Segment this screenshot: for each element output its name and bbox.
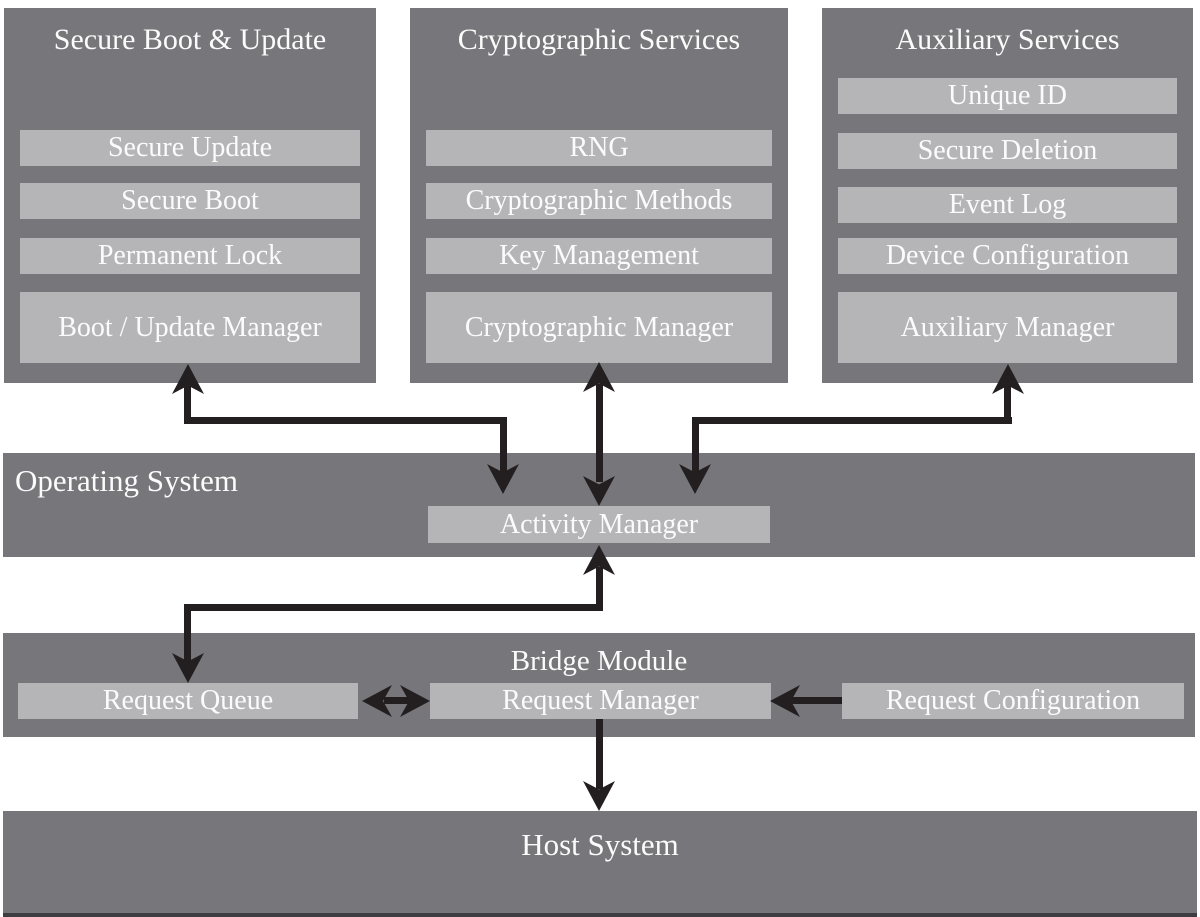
arrow-shaft [791,697,842,704]
component-unique-id: Unique ID [838,78,1177,114]
arrow-shaft [596,384,603,482]
layer-label: Bridge Module [510,645,688,677]
component-activity-manager: Activity Manager [428,506,770,543]
arrow-shaft [384,697,410,704]
arrow-shaft [184,417,507,424]
layer-label: Operating System [15,463,238,498]
component-request-manager: Request Manager [430,683,771,719]
arrow-shaft [596,719,603,789]
component-secure-deletion: Secure Deletion [838,133,1177,169]
arrow-shaft [692,417,1012,424]
component-secure-boot: Secure Boot [20,183,360,219]
arrow-shaft [500,417,507,478]
component-request-configuration: Request Configuration [842,683,1184,719]
arrow-shaft [692,417,699,478]
arrow-shaft [184,604,603,611]
component-cryptographic-methods: Cryptographic Methods [426,183,772,219]
arrow-shaft [184,384,191,424]
arrow-shaft [596,567,603,611]
component-permanent-lock: Permanent Lock [20,238,360,274]
component-auxiliary-manager: Auxiliary Manager [838,292,1177,363]
component-event-log: Event Log [838,187,1177,223]
component-rng: RNG [426,130,772,166]
layer-host-system: Host System [3,811,1197,917]
module-auxiliary-services: Auxiliary Services Unique ID Secure Dele… [822,8,1193,383]
component-secure-update: Secure Update [20,130,360,166]
module-title: Auxiliary Services [895,23,1120,56]
module-cryptographic-services: Cryptographic Services RNG Cryptographic… [410,8,788,383]
layer-label: Host System [521,827,679,862]
component-device-configuration: Device Configuration [838,238,1177,274]
arrow-shaft [184,604,191,668]
module-title: Cryptographic Services [457,23,741,56]
module-secure-boot-update: Secure Boot & Update Secure Update Secur… [4,8,376,383]
component-boot-update-manager: Boot / Update Manager [20,292,360,363]
module-title: Secure Boot & Update [53,23,327,56]
component-key-management: Key Management [426,238,772,274]
component-request-queue: Request Queue [18,683,358,719]
component-cryptographic-manager: Cryptographic Manager [426,292,772,363]
arrow-shaft [1004,384,1011,424]
